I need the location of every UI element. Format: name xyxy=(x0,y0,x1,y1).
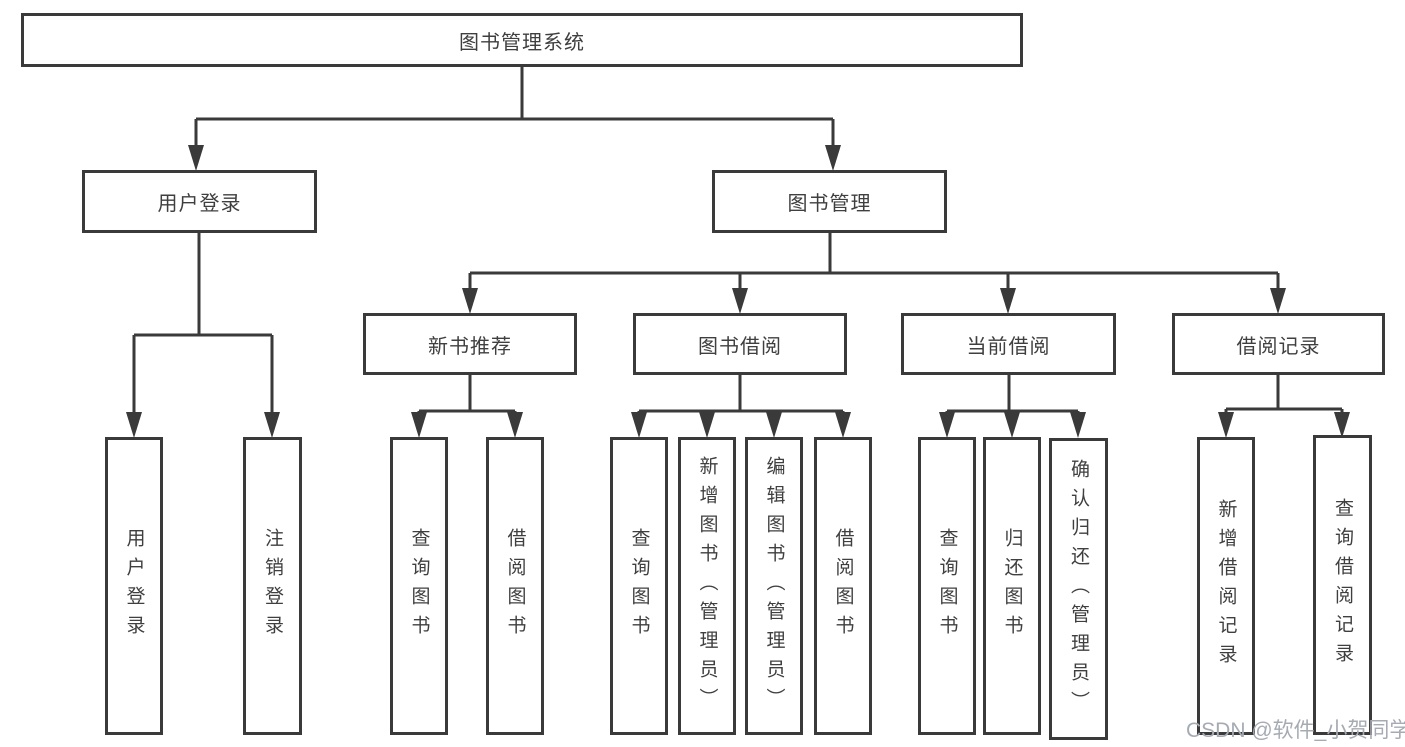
node-book-borrowing: 图书借阅 xyxy=(633,313,847,375)
leaf-add-borrow-record: 新增借阅记录 xyxy=(1197,437,1255,735)
arrow-icon xyxy=(1334,412,1350,438)
leaf-query-borrow-record: 查询借阅记录 xyxy=(1313,435,1372,735)
node-new-book-recommend: 新书推荐 xyxy=(363,313,577,375)
node-label: 编辑图书（管理员） xyxy=(763,455,785,717)
leaf-add-books-admin: 新增图书（管理员） xyxy=(678,437,736,735)
leaf-user-login: 用户登录 xyxy=(105,437,163,735)
node-label: 查询图书 xyxy=(628,528,650,644)
leaf-borrow-books-recommend: 借阅图书 xyxy=(486,437,544,735)
leaf-borrow-books-borrowing: 借阅图书 xyxy=(814,437,872,735)
node-label: 用户登录 xyxy=(157,193,242,215)
node-label: 当前借阅 xyxy=(966,335,1051,358)
node-label: 借阅图书 xyxy=(832,528,854,644)
leaf-query-books-recommend: 查询图书 xyxy=(390,437,448,735)
arrow-icon xyxy=(1218,412,1234,438)
csdn-watermark: CSDN @软件_小贺同学 xyxy=(1186,719,1405,742)
node-label: 图书管理 xyxy=(787,193,872,215)
node-label: 新增借阅记录 xyxy=(1215,499,1237,673)
node-label: 借阅图书 xyxy=(504,528,526,644)
arrow-icon xyxy=(1070,412,1086,438)
node-label: 归还图书 xyxy=(1001,528,1023,644)
arrow-icon xyxy=(1000,288,1016,314)
arrow-icon xyxy=(699,412,715,438)
arrow-icon xyxy=(188,145,204,171)
node-label: 图书管理系统 xyxy=(459,31,585,54)
leaf-query-books-borrowing: 查询图书 xyxy=(610,437,668,735)
node-label: 查询借阅记录 xyxy=(1332,498,1353,672)
leaf-logout: 注销登录 xyxy=(243,437,302,735)
node-label: 用户登录 xyxy=(123,528,145,644)
node-label: 新增图书（管理员） xyxy=(696,455,718,717)
node-label: 新书推荐 xyxy=(428,335,512,358)
arrow-icon xyxy=(939,412,955,438)
leaf-confirm-return-admin: 确认归还（管理员） xyxy=(1049,438,1108,740)
leaf-edit-books-admin: 编辑图书（管理员） xyxy=(745,437,803,735)
arrow-icon xyxy=(766,412,782,438)
arrow-icon xyxy=(835,412,851,438)
node-label: 查询图书 xyxy=(408,528,430,644)
node-user-login: 用户登录 xyxy=(82,170,317,233)
arrow-icon xyxy=(264,412,280,438)
node-book-management: 图书管理 xyxy=(712,170,947,233)
arrow-icon xyxy=(126,412,142,438)
node-label: 借阅记录 xyxy=(1236,335,1321,358)
leaf-query-books-current: 查询图书 xyxy=(918,437,976,735)
node-borrowing-records: 借阅记录 xyxy=(1172,313,1385,375)
node-label: 图书借阅 xyxy=(698,335,782,358)
arrow-icon xyxy=(1004,412,1020,438)
arrow-icon xyxy=(1270,288,1286,314)
node-current-borrowing: 当前借阅 xyxy=(901,313,1116,375)
node-label: 查询图书 xyxy=(936,528,958,644)
arrow-icon xyxy=(732,288,748,314)
leaf-return-books: 归还图书 xyxy=(983,437,1041,735)
node-label: 确认归还（管理员） xyxy=(1068,458,1089,720)
node-label: 注销登录 xyxy=(262,528,283,644)
arrow-icon xyxy=(631,412,647,438)
arrow-icon xyxy=(462,288,478,314)
arrow-icon xyxy=(825,145,841,171)
node-library-management-system: 图书管理系统 xyxy=(21,13,1023,67)
arrow-icon xyxy=(507,412,523,438)
arrow-icon xyxy=(411,412,427,438)
